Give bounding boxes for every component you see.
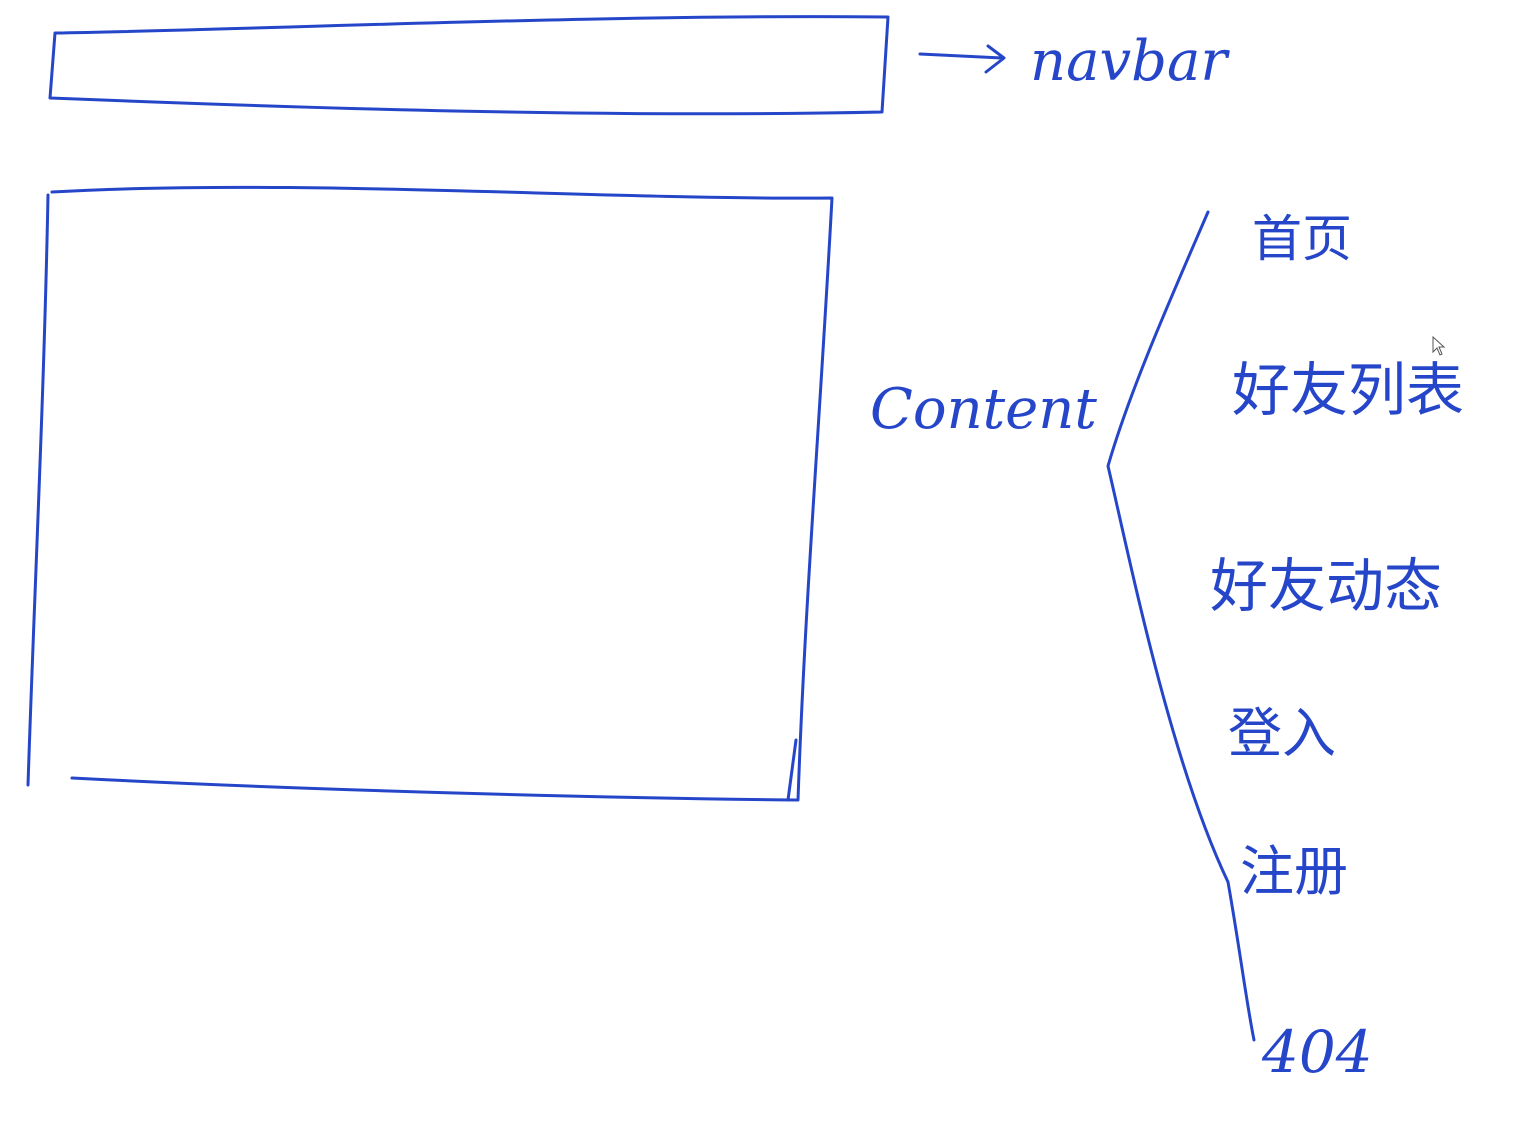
content-box — [50, 185, 834, 802]
navbar-box — [48, 15, 890, 116]
content-box-corner-tick — [786, 738, 798, 802]
page-label-home: 首页 — [1252, 210, 1352, 268]
page-label-friend-feed: 好友动态 — [1210, 552, 1442, 620]
page-label-login: 登入 — [1228, 702, 1336, 765]
pages-brace — [1106, 210, 1256, 1042]
content-label: Content — [870, 377, 1097, 442]
page-label-register: 注册 — [1240, 840, 1348, 903]
navbar-arrow — [918, 44, 1006, 74]
page-label-friend-list: 好友列表 — [1232, 356, 1464, 424]
content-box-left-edge — [26, 193, 50, 787]
navbar-label: navbar — [1030, 29, 1230, 94]
mouse-cursor-icon — [1432, 335, 1446, 356]
page-label-404: 404 — [1261, 1018, 1373, 1086]
